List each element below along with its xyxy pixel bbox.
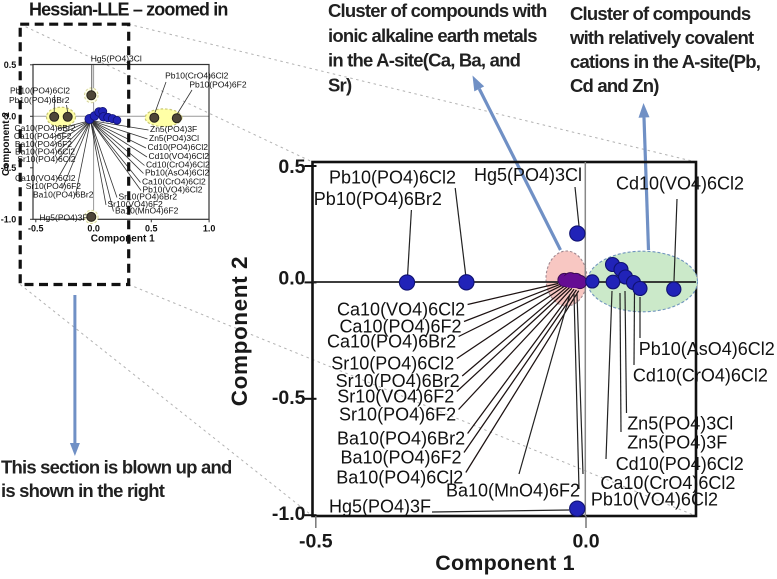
svg-text:Cluster of compounds: Cluster of compounds (570, 3, 751, 24)
svg-text:Ba10(PO4)6F2: Ba10(PO4)6F2 (15, 139, 72, 149)
svg-text:Hg5(PO4)3F: Hg5(PO4)3F (39, 213, 87, 223)
svg-text:Cd10(VO4)6Cl2: Cd10(VO4)6Cl2 (616, 174, 744, 194)
svg-text:Ca10(PO4)6Br2: Ca10(PO4)6Br2 (327, 332, 456, 352)
svg-text:Ca10(PO4)6Br2: Ca10(PO4)6Br2 (15, 123, 76, 133)
svg-text:Component 1: Component 1 (91, 234, 155, 245)
svg-text:in the A-site(Ca, Ba, and: in the A-site(Ca, Ba, and (328, 50, 521, 71)
svg-text:1.0: 1.0 (203, 224, 216, 234)
svg-text:Sr10(PO4)6F2: Sr10(PO4)6F2 (26, 181, 82, 191)
svg-text:Ba10(MnO4)6F2: Ba10(MnO4)6F2 (115, 206, 179, 216)
svg-text:Ba10(PO4)6Cl2: Ba10(PO4)6Cl2 (15, 147, 75, 157)
svg-text:Component 2: Component 2 (1, 112, 12, 176)
svg-text:cations in the A-site(Pb,: cations in the A-site(Pb, (570, 51, 760, 72)
svg-text:0.5: 0.5 (278, 156, 305, 178)
svg-text:Pb10(PO4)6Cl2: Pb10(PO4)6Cl2 (329, 168, 456, 188)
svg-text:-0.5: -0.5 (28, 224, 44, 234)
svg-text:is shown in the right: is shown in the right (1, 480, 165, 501)
svg-text:0.5: 0.5 (4, 60, 17, 70)
svg-text:Pb10(AsO4)6Cl2: Pb10(AsO4)6Cl2 (639, 339, 775, 359)
svg-text:Sr10(PO4)6Cl2: Sr10(PO4)6Cl2 (331, 354, 454, 374)
svg-text:0.0: 0.0 (572, 531, 599, 553)
svg-text:Cluster of compounds with: Cluster of compounds with (328, 0, 547, 21)
svg-text:Component 1: Component 1 (435, 551, 575, 575)
svg-text:Ba10(PO4)6Br2: Ba10(PO4)6Br2 (33, 189, 94, 199)
svg-text:Zn5(PO4)3Cl: Zn5(PO4)3Cl (627, 414, 733, 434)
svg-text:Hg5(PO4)3Cl: Hg5(PO4)3Cl (474, 165, 582, 185)
svg-text:Ca10(VO4)6Cl2: Ca10(VO4)6Cl2 (337, 300, 465, 320)
svg-text:Cd and Zn): Cd and Zn) (570, 75, 659, 96)
svg-text:This section is blown up and: This section is blown up and (1, 457, 232, 478)
svg-text:Sr10(PO4)6F2: Sr10(PO4)6F2 (339, 405, 456, 425)
svg-text:Sr10(VO4)6F2: Sr10(VO4)6F2 (108, 199, 164, 209)
svg-text:-0.5: -0.5 (272, 387, 306, 409)
svg-text:Ba10(MnO4)6F2: Ba10(MnO4)6F2 (446, 481, 580, 501)
svg-text:-0.5: -0.5 (1, 163, 17, 173)
svg-text:Sr10(PO4)6Cl2: Sr10(PO4)6Cl2 (17, 154, 75, 164)
svg-text:0.0: 0.0 (278, 268, 305, 290)
svg-text:Ca10(VO4)6Cl2: Ca10(VO4)6Cl2 (15, 173, 76, 183)
svg-text:Ba10(PO4)6F2: Ba10(PO4)6F2 (340, 448, 461, 468)
svg-text:Sr10(VO4)6F2: Sr10(VO4)6F2 (337, 387, 454, 407)
svg-text:Sr10(PO4)6Br2: Sr10(PO4)6Br2 (336, 371, 460, 391)
svg-text:0.0: 0.0 (87, 224, 100, 234)
svg-text:0.0: 0.0 (4, 112, 17, 122)
svg-text:Ba10(PO4)6Cl2: Ba10(PO4)6Cl2 (336, 468, 463, 488)
svg-text:Pb10(VO4)6Cl2: Pb10(VO4)6Cl2 (143, 185, 203, 195)
svg-text:Cd10(CrO4)6Cl2: Cd10(CrO4)6Cl2 (633, 366, 768, 386)
svg-text:Zn5(PO4)3Cl: Zn5(PO4)3Cl (149, 133, 199, 143)
svg-text:ionic alkaline earth metals: ionic alkaline earth metals (328, 25, 537, 46)
svg-text:Zn5(PO4)3F: Zn5(PO4)3F (150, 124, 197, 134)
svg-text:Ca10(PO4)6F2: Ca10(PO4)6F2 (14, 131, 72, 141)
svg-text:Hg5(PO4)3F: Hg5(PO4)3F (329, 497, 431, 517)
svg-text:Pb10(PO4)6F2: Pb10(PO4)6F2 (189, 80, 246, 90)
svg-text:-1.0: -1.0 (1, 215, 17, 225)
svg-text:Ca10(PO4)6F2: Ca10(PO4)6F2 (339, 317, 461, 337)
svg-text:Cd10(PO4)6Cl2: Cd10(PO4)6Cl2 (616, 454, 744, 474)
svg-text:Hessian-LLE – zoomed in: Hessian-LLE – zoomed in (29, 0, 228, 20)
svg-text:Pb10(VO4)6Cl2: Pb10(VO4)6Cl2 (591, 490, 718, 510)
svg-text:Sr10(PO4)6Br2: Sr10(PO4)6Br2 (119, 192, 178, 202)
svg-text:Component 2: Component 2 (227, 256, 252, 406)
svg-text:Ca10(CrO4)6Cl2: Ca10(CrO4)6Cl2 (600, 473, 735, 493)
svg-text:Ba10(PO4)6Br2: Ba10(PO4)6Br2 (337, 429, 465, 449)
svg-text:Cd10(PO4)6Cl2: Cd10(PO4)6Cl2 (148, 142, 209, 152)
svg-text:-1.0: -1.0 (272, 503, 306, 525)
svg-text:Pb10(AsO4)6Cl2: Pb10(AsO4)6Cl2 (145, 168, 210, 178)
svg-text:Cd10(CrO4)6Cl2: Cd10(CrO4)6Cl2 (146, 160, 210, 170)
svg-text:Zn5(PO4)3F: Zn5(PO4)3F (627, 433, 727, 453)
svg-text:Hg5(PO4)3Cl: Hg5(PO4)3Cl (91, 54, 142, 64)
svg-text:with relatively covalent: with relatively covalent (569, 27, 754, 48)
svg-text:Cd10(VO4)6Cl2: Cd10(VO4)6Cl2 (149, 151, 210, 161)
svg-text:Pb10(PO4)6Br2: Pb10(PO4)6Br2 (9, 95, 70, 105)
svg-text:Pb10(PO4)6Cl2: Pb10(PO4)6Cl2 (10, 86, 70, 96)
svg-text:-0.5: -0.5 (299, 531, 333, 553)
svg-text:Pb10(CrO4)6Cl2: Pb10(CrO4)6Cl2 (165, 71, 229, 81)
svg-text:Ca10(CrO4)6Cl2: Ca10(CrO4)6Cl2 (142, 177, 206, 187)
svg-text:Sr): Sr) (328, 74, 352, 95)
svg-text:Pb10(PO4)6Br2: Pb10(PO4)6Br2 (314, 189, 442, 209)
svg-text:0.5: 0.5 (145, 224, 158, 234)
